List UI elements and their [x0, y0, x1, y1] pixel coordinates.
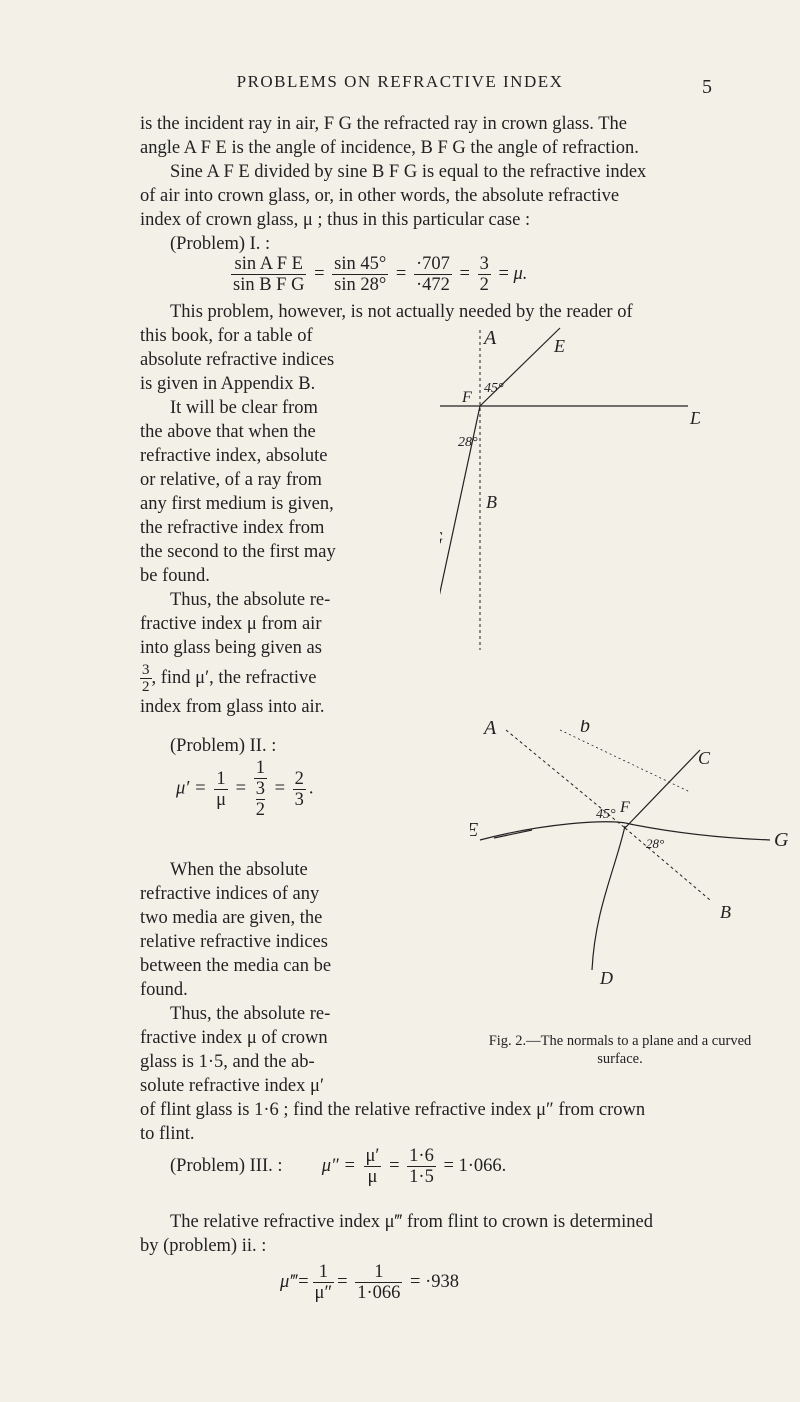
- intro-paragraph: is the incident ray in air, F G the refr…: [140, 112, 775, 232]
- label-A: A: [482, 720, 497, 739]
- label-b: b: [580, 720, 590, 737]
- plane-surface: [479, 821, 771, 841]
- label-G: G: [440, 528, 443, 548]
- ray-C: [624, 749, 701, 829]
- intro-line: is the incident ray in air, F G the refr…: [140, 114, 627, 134]
- figure-2-caption: Fig. 2.—The normals to a plane and a cur…: [488, 1033, 752, 1067]
- text-line: this book, for a table of: [140, 326, 313, 346]
- text-line: found.: [140, 980, 188, 1000]
- text-line: two media are given, the: [140, 908, 323, 928]
- text-line: by (problem) ii. :: [140, 1236, 267, 1256]
- label-B: B: [720, 902, 731, 922]
- label-angle: 45°: [596, 807, 616, 822]
- text-line: to flint.: [140, 1124, 195, 1144]
- header-title: PROBLEMS ON REFRACTIVE INDEX: [236, 72, 564, 91]
- label-angle-refraction: 28°: [458, 435, 478, 450]
- left-column-text: this book, for a table of absolute refra…: [140, 324, 440, 719]
- page-number: 5: [702, 76, 712, 98]
- intro-line: angle A F E is the angle of incidence, B…: [140, 138, 639, 158]
- problem-2-label: (Problem) II. :: [170, 736, 277, 756]
- text-line: the second to the first may: [140, 542, 336, 562]
- text-line: relative refractive indices: [140, 932, 328, 952]
- label-F: F: [619, 799, 630, 816]
- para-2-first-line: This problem, however, is not actually n…: [170, 302, 633, 322]
- para-7: The relative refractive index μ‴ from fl…: [140, 1210, 780, 1258]
- text-line: is given in Appendix B.: [140, 374, 316, 394]
- text-line: into glass being given as: [140, 638, 322, 658]
- text-line: The relative refractive index μ‴ from fl…: [170, 1212, 654, 1232]
- text-line: refractive index, absolute: [140, 446, 328, 466]
- intro-line: index of crown glass, μ ; thus in this p…: [140, 210, 531, 230]
- label-D: D: [689, 408, 700, 428]
- text-line: absolute refractive indices: [140, 350, 335, 370]
- curved-surface: [591, 825, 626, 971]
- problem-3-label: (Problem) III. :: [170, 1155, 283, 1176]
- arrow-line: [493, 829, 533, 839]
- text-line: be found.: [140, 566, 210, 586]
- incident-ray: [479, 327, 561, 407]
- label-G: G: [774, 829, 789, 851]
- label-E: E: [470, 819, 478, 841]
- text-line: any first medium is given,: [140, 494, 334, 514]
- normal-line-right: [624, 827, 711, 901]
- figure-1-refraction-diagram: a A E 45° F C D 28° B G: [440, 327, 700, 650]
- text-line: fractive index μ of crown: [140, 1028, 328, 1048]
- text-line: Thus, the absolute re-: [170, 1004, 331, 1024]
- para-6-full-lines: of flint glass is 1·6 ; find the relativ…: [140, 1098, 780, 1146]
- text-line: the refractive index from: [140, 518, 325, 538]
- refracted-ray: [440, 405, 481, 595]
- intro-line: of air into crown glass, or, in other wo…: [140, 186, 620, 206]
- normal-line-left: [505, 729, 626, 829]
- text-line: It will be clear from: [170, 398, 318, 418]
- figure-2-normals-diagram: A b C F 45° 28° E G B D: [470, 720, 789, 988]
- text-line: the above that when the: [140, 422, 316, 442]
- mu-symbol: μ.: [513, 263, 528, 284]
- fraction: μ′μ: [363, 1146, 382, 1187]
- text-line: refractive indices of any: [140, 884, 320, 904]
- text-line: solute refractive index μ′: [140, 1076, 324, 1096]
- fraction: ·707·472: [413, 254, 452, 295]
- text-line: When the absolute: [170, 860, 308, 880]
- label-angle-incidence: 45°: [484, 381, 504, 396]
- text-line: between the media can be: [140, 956, 332, 976]
- problem-1-label: (Problem) I. :: [170, 234, 271, 254]
- left-column-text-2: When the absolute refractive indices of …: [140, 858, 440, 1098]
- text-line: Thus, the absolute re-: [170, 590, 331, 610]
- fraction: sin 45°sin 28°: [332, 254, 389, 295]
- text-line: glass is 1·5, and the ab-: [140, 1052, 315, 1072]
- label-D: D: [599, 968, 613, 988]
- intro-line: Sine A F E divided by sine B F G is equa…: [170, 162, 647, 182]
- label-B: B: [486, 492, 497, 512]
- text-line: of flint glass is 1·6 ; find the relativ…: [140, 1100, 646, 1120]
- label-E: E: [553, 336, 565, 356]
- text-line: index from glass into air.: [140, 697, 325, 717]
- label-C: C: [698, 748, 711, 768]
- label-A: A: [482, 327, 497, 349]
- ray-b: [559, 729, 691, 793]
- label-refraction-angle: 28°: [646, 836, 664, 851]
- label-F: F: [461, 389, 472, 406]
- text-line: or relative, of a ray from: [140, 470, 322, 490]
- running-header: PROBLEMS ON REFRACTIVE INDEX 5: [0, 72, 800, 102]
- text-line: fractive index μ from air: [140, 614, 322, 634]
